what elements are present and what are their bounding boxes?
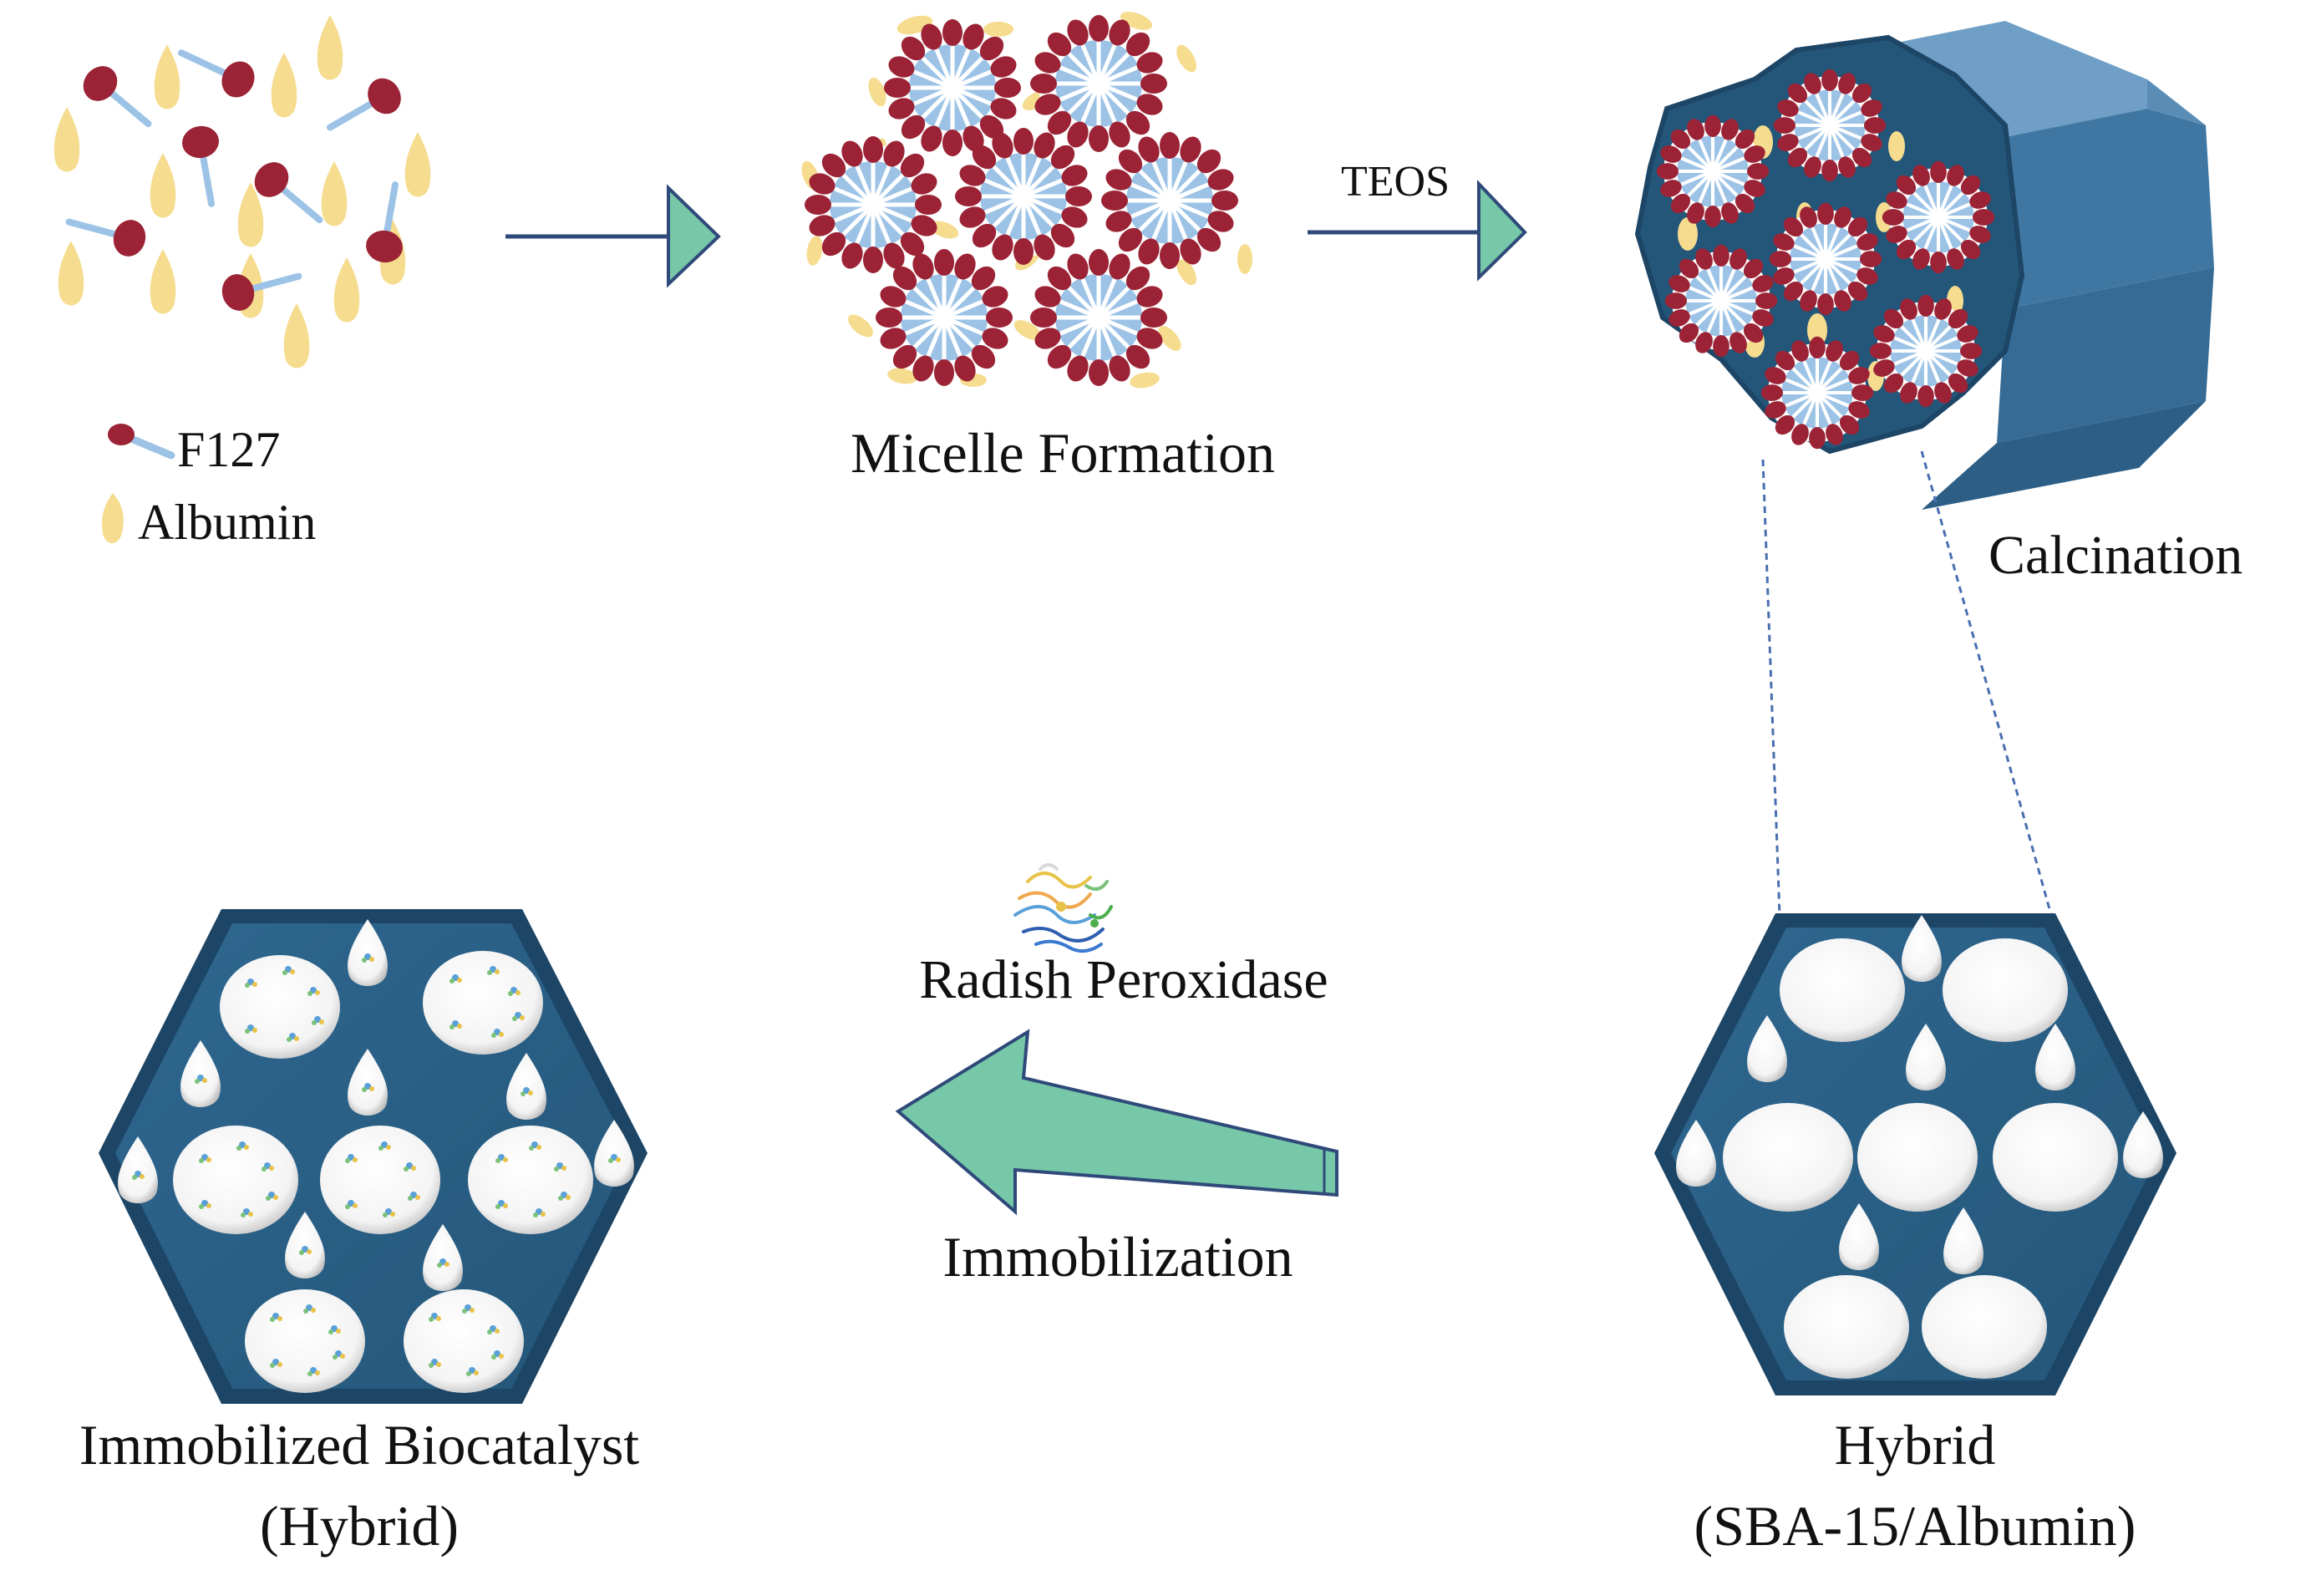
micelle-cluster: [801, 12, 1252, 390]
rod-micelle: [1657, 115, 1769, 227]
immobilized-biocatalyst-label: Immobilized Biocatalyst: [79, 1413, 640, 1477]
legend-albumin-icon: [102, 493, 124, 543]
albumin-drop: [53, 107, 80, 172]
f127-molecule: [174, 36, 261, 103]
arrow-to-micelle: [505, 184, 721, 288]
albumin-drop: [404, 132, 431, 197]
micelle: [1030, 15, 1167, 152]
hybrid-composition-label: (SBA-15/Albumin): [1694, 1494, 2136, 1558]
f127-molecule: [180, 123, 230, 206]
micelle: [805, 136, 942, 273]
albumin-drop: [150, 249, 176, 314]
albumin-drop: [317, 15, 343, 80]
legend-f127-label: F127: [177, 422, 281, 477]
rod-micelle: [1882, 161, 1994, 273]
teos-label: TEOS: [1341, 158, 1450, 206]
immobilization-label: Immobilization: [942, 1225, 1293, 1288]
micelle: [1101, 132, 1238, 269]
radish-peroxidase-protein-icon: [1013, 863, 1113, 953]
radish-peroxidase-label: Radish Peroxidase: [919, 949, 1328, 1010]
albumin-drop: [283, 303, 310, 369]
rod-micelle: [1770, 203, 1882, 315]
albumin-drop: [150, 153, 176, 218]
hybrid-hexagon: [1654, 913, 2176, 1395]
micelle: [1030, 249, 1167, 386]
legend-albumin-label: Albumin: [138, 495, 317, 550]
immobilized-hybrid-label: (Hybrid): [260, 1494, 459, 1558]
micelle-formation-label: Micelle Formation: [850, 421, 1276, 485]
calcination-label: Calcination: [1988, 525, 2243, 586]
albumin-drop: [333, 257, 360, 323]
f127-molecule: [64, 204, 150, 260]
hybrid-label: Hybrid: [1834, 1413, 1996, 1477]
f127-molecule: [76, 59, 160, 138]
micelle: [955, 128, 1092, 265]
zoom-dashed-lines: [1761, 450, 2053, 916]
micelle: [876, 249, 1013, 386]
f127-molecule: [363, 181, 414, 265]
legend-f127-icon: [108, 424, 175, 460]
rod-micelle: [1761, 337, 1873, 449]
immobilization-arrow: [895, 1029, 1338, 1216]
rod-micelle: [1774, 69, 1886, 181]
rod-micelle: [1665, 245, 1777, 357]
rod-micelle: [1870, 295, 1982, 407]
f127-molecule: [321, 72, 407, 143]
silica-hexagonal-rods: [1634, 21, 2214, 510]
arrow-teos: [1308, 179, 1527, 282]
albumin-drop: [58, 241, 84, 306]
rod-albumin: [1678, 125, 1963, 391]
f127-albumin-mixture: [53, 15, 431, 369]
albumin-drop: [271, 53, 297, 118]
immobilized-biocatalyst-hexagon: [99, 909, 648, 1404]
albumin-drop: [321, 161, 348, 226]
albumin-drop: [154, 44, 180, 109]
